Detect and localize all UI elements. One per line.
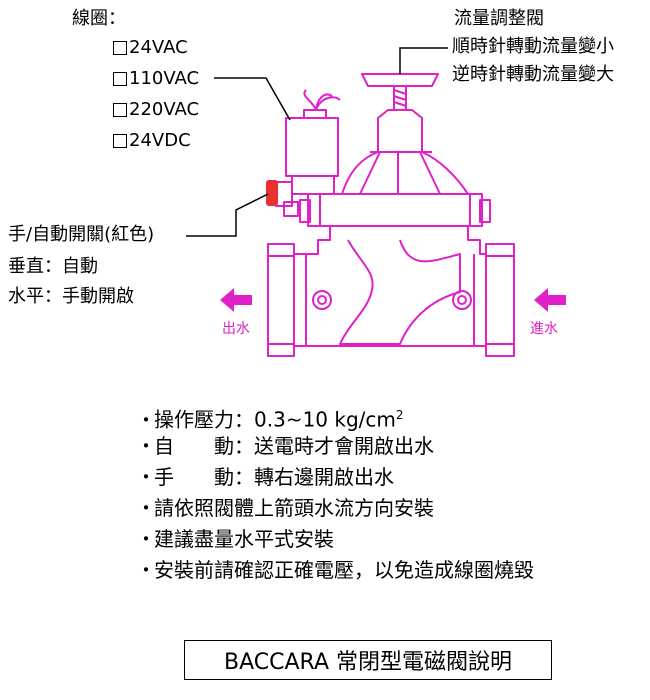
checkbox-icon	[113, 41, 127, 55]
outlet-label: 出水	[222, 321, 250, 337]
checkbox-icon	[113, 72, 127, 86]
bullet-icon: ・	[136, 434, 156, 458]
note-item: ・安裝前請確認正確電壓，以免造成線圈燒毀	[136, 555, 534, 586]
coil-option-110vac[interactable]: 110VAC	[113, 68, 199, 90]
outlet-arrow-icon	[220, 288, 252, 312]
coil-option-label: 220VAC	[129, 99, 200, 120]
switch-horizontal: 水平：手動開啟	[8, 286, 134, 307]
cover-flange	[307, 193, 483, 227]
switch-vertical: 垂直：自動	[8, 256, 98, 277]
right-flange	[485, 243, 515, 357]
coil-option-label: 24VDC	[129, 130, 191, 151]
bullet-icon: ・	[136, 558, 156, 582]
bullet-icon: ・	[136, 527, 156, 551]
valve-body	[293, 225, 487, 347]
bonnet	[341, 109, 469, 195]
coil-option-220vac[interactable]: 220VAC	[113, 99, 199, 121]
right-bolt	[452, 290, 472, 310]
left-flange	[267, 243, 295, 357]
flow-adjust-clockwise: 順時針轉動流量變小	[452, 36, 614, 57]
note-item: ・建議盡量水平式安裝	[136, 524, 534, 555]
bullet-icon: ・	[136, 496, 156, 520]
note-item: ・手 動：轉右邊開啟出水	[136, 462, 534, 493]
coil-option-24vac[interactable]: 24VAC	[113, 37, 188, 59]
coil-option-24vdc[interactable]: 24VDC	[113, 130, 191, 152]
manual-switch-knob	[266, 180, 278, 206]
coil-label: 線圈：	[72, 8, 126, 29]
solenoid-coil	[285, 117, 339, 177]
note-item: ・自 動：送電時才會開啟出水	[136, 431, 534, 462]
flow-adjust-counterclockwise: 逆時針轉動流量變大	[452, 64, 614, 85]
switch-label: 手/自動開關(紅色)	[8, 224, 155, 245]
checkbox-icon	[113, 134, 127, 148]
inlet-label: 進水	[530, 321, 558, 337]
notes-list: ・操作壓力：0.3~10 kg/cm2 ・自 動：送電時才會開啟出水 ・手 動：…	[136, 400, 534, 586]
coil-option-label: 110VAC	[129, 68, 200, 89]
adjust-knob	[361, 73, 439, 87]
checkbox-icon	[113, 103, 127, 117]
inlet-arrow-icon	[534, 288, 566, 312]
bullet-icon: ・	[136, 465, 156, 489]
left-bolt	[312, 290, 332, 310]
note-item: ・請依照閥體上箭頭水流方向安裝	[136, 493, 534, 524]
coil-wires	[303, 89, 341, 111]
internal-seat	[339, 239, 461, 345]
coil-option-label: 24VAC	[129, 37, 188, 58]
note-item: ・操作壓力：0.3~10 kg/cm2	[136, 400, 534, 432]
footer-title: BACCARA 常閉型電磁閥說明	[184, 640, 552, 680]
valve-diagram	[186, 47, 566, 357]
bullet-icon: ・	[136, 407, 156, 432]
flow-adjust-title: 流量調整閥	[454, 8, 544, 29]
